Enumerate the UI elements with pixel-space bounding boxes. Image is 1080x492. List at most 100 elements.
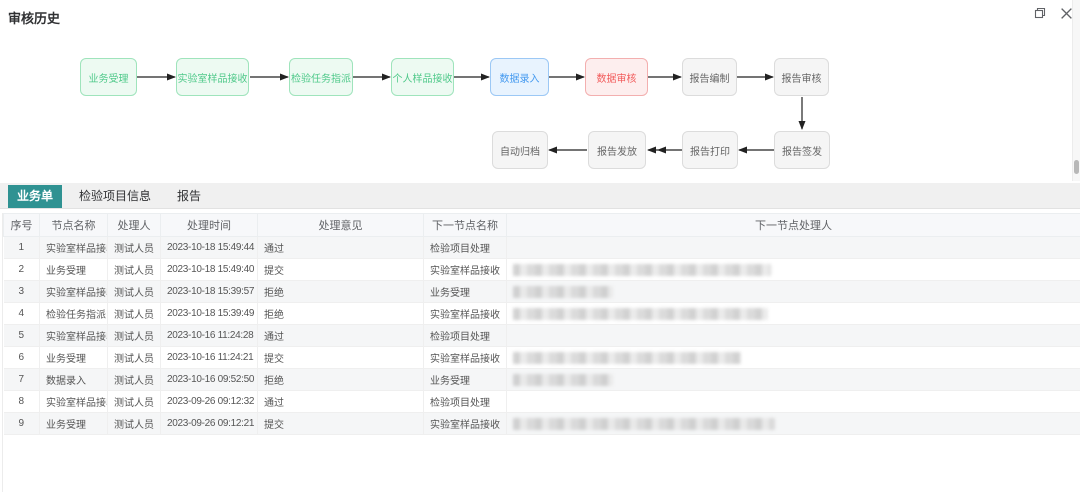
cell-handler: 测试人员 bbox=[107, 368, 161, 391]
workflow-diagram: 业务受理 实验室样品接收 检验任务指派 个人样品接收 数据录入 数据审核 报告编… bbox=[0, 0, 1080, 185]
flow-node-auto-archive: 自动归档 bbox=[492, 131, 548, 169]
cell-node: 实验室样品接收 bbox=[39, 324, 108, 347]
cell-opinion: 拒绝 bbox=[257, 368, 424, 391]
flow-node-report-compile: 报告编制 bbox=[682, 58, 737, 96]
page-title: 审核历史 bbox=[8, 11, 61, 26]
flow-node-report-review: 报告审核 bbox=[774, 58, 829, 96]
cell-opinion: 拒绝 bbox=[257, 302, 424, 325]
cell-next-node: 实验室样品接收 bbox=[423, 258, 507, 281]
cell-next-handler bbox=[506, 302, 1080, 325]
flow-node-data-review: 数据审核 bbox=[585, 58, 648, 96]
col-handler: 处理人 bbox=[107, 213, 161, 237]
flow-node-label: 业务受理 bbox=[88, 73, 129, 85]
cell-next-handler bbox=[506, 390, 1080, 413]
col-next-handler: 下一节点处理人 bbox=[506, 213, 1080, 237]
cell-next-handler bbox=[506, 368, 1080, 391]
flow-node-label: 报告打印 bbox=[690, 146, 730, 158]
cell-time: 2023-10-16 11:24:28 bbox=[160, 324, 258, 347]
flow-node-business-accept: 业务受理 bbox=[80, 58, 137, 96]
cell-handler: 测试人员 bbox=[107, 236, 161, 259]
cell-seq: 3 bbox=[3, 280, 40, 303]
flow-node-report-print: 报告打印 bbox=[682, 131, 738, 169]
cell-node: 检验任务指派 bbox=[39, 302, 108, 325]
cell-next-handler bbox=[506, 324, 1080, 347]
flow-node-label: 数据录入 bbox=[499, 73, 540, 85]
cell-next-handler bbox=[506, 280, 1080, 303]
cell-opinion: 通过 bbox=[257, 390, 424, 413]
cell-time: 2023-10-18 15:39:57 bbox=[160, 280, 258, 303]
cell-next-node: 检验项目处理 bbox=[423, 390, 507, 413]
cell-time: 2023-10-18 15:39:49 bbox=[160, 302, 258, 325]
cell-time: 2023-09-26 09:12:32 bbox=[160, 390, 258, 413]
flow-node-label: 数据审核 bbox=[596, 73, 637, 85]
cell-handler: 测试人员 bbox=[107, 324, 161, 347]
cell-next-handler bbox=[506, 236, 1080, 259]
cell-node: 数据录入 bbox=[39, 368, 108, 391]
cell-handler: 测试人员 bbox=[107, 302, 161, 325]
cell-handler: 测试人员 bbox=[107, 346, 161, 369]
flow-node-report-sign: 报告签发 bbox=[774, 131, 830, 169]
window-controls bbox=[1032, 5, 1074, 21]
tab-business-order[interactable]: 业务单 bbox=[8, 185, 63, 208]
col-time: 处理时间 bbox=[160, 213, 258, 237]
tab-report[interactable]: 报告 bbox=[177, 189, 202, 203]
redacted-handler-names bbox=[513, 285, 613, 298]
cell-opinion: 提交 bbox=[257, 346, 424, 369]
redacted-handler-names bbox=[513, 417, 775, 430]
cell-node: 实验室样品接收 bbox=[39, 390, 108, 413]
flow-node-label: 报告审核 bbox=[781, 73, 822, 85]
cell-node: 业务受理 bbox=[39, 258, 108, 281]
col-next-node: 下一节点名称 bbox=[423, 213, 507, 237]
flow-node-label: 报告签发 bbox=[782, 146, 822, 158]
cell-seq: 1 bbox=[3, 236, 40, 259]
flow-node-label: 报告编制 bbox=[689, 73, 730, 85]
cell-time: 2023-10-18 15:49:44 bbox=[160, 236, 258, 259]
cell-opinion: 提交 bbox=[257, 412, 424, 435]
cell-next-node: 业务受理 bbox=[423, 368, 507, 391]
cell-next-node: 检验项目处理 bbox=[423, 324, 507, 347]
redacted-handler-names bbox=[513, 263, 771, 276]
cell-next-handler bbox=[506, 346, 1080, 369]
cell-handler: 测试人员 bbox=[107, 390, 161, 413]
col-node: 节点名称 bbox=[39, 213, 108, 237]
flow-node-label: 报告发放 bbox=[597, 146, 637, 158]
flow-node-label: 个人样品接收 bbox=[392, 73, 453, 85]
cell-seq: 4 bbox=[3, 302, 40, 325]
flow-node-report-issue: 报告发放 bbox=[588, 131, 646, 169]
flow-node-label: 自动归档 bbox=[500, 146, 540, 158]
cell-handler: 测试人员 bbox=[107, 258, 161, 281]
cell-time: 2023-10-18 15:49:40 bbox=[160, 258, 258, 281]
cell-handler: 测试人员 bbox=[107, 412, 161, 435]
tab-bar: 业务单 检验项目信息 报告 bbox=[0, 183, 1080, 209]
flow-scrollbar-thumb[interactable] bbox=[1074, 160, 1079, 174]
cell-next-handler bbox=[506, 258, 1080, 281]
cell-next-handler bbox=[506, 412, 1080, 435]
tab-inspection-info[interactable]: 检验项目信息 bbox=[79, 189, 152, 203]
cell-next-node: 实验室样品接收 bbox=[423, 302, 507, 325]
cell-seq: 7 bbox=[3, 368, 40, 391]
cell-time: 2023-10-16 11:24:21 bbox=[160, 346, 258, 369]
redacted-handler-names bbox=[513, 351, 741, 364]
flow-node-label: 检验任务指派 bbox=[291, 73, 351, 85]
flow-node-personal-sample: 个人样品接收 bbox=[391, 58, 454, 96]
cell-node: 实验室样品接收 bbox=[39, 280, 108, 303]
cell-opinion: 通过 bbox=[257, 236, 424, 259]
close-icon[interactable] bbox=[1058, 5, 1074, 21]
cell-node: 业务受理 bbox=[39, 412, 108, 435]
cell-next-node: 实验室样品接收 bbox=[423, 346, 507, 369]
flow-scrollbar[interactable] bbox=[1072, 0, 1080, 181]
restore-icon[interactable] bbox=[1032, 5, 1048, 21]
cell-seq: 9 bbox=[3, 412, 40, 435]
